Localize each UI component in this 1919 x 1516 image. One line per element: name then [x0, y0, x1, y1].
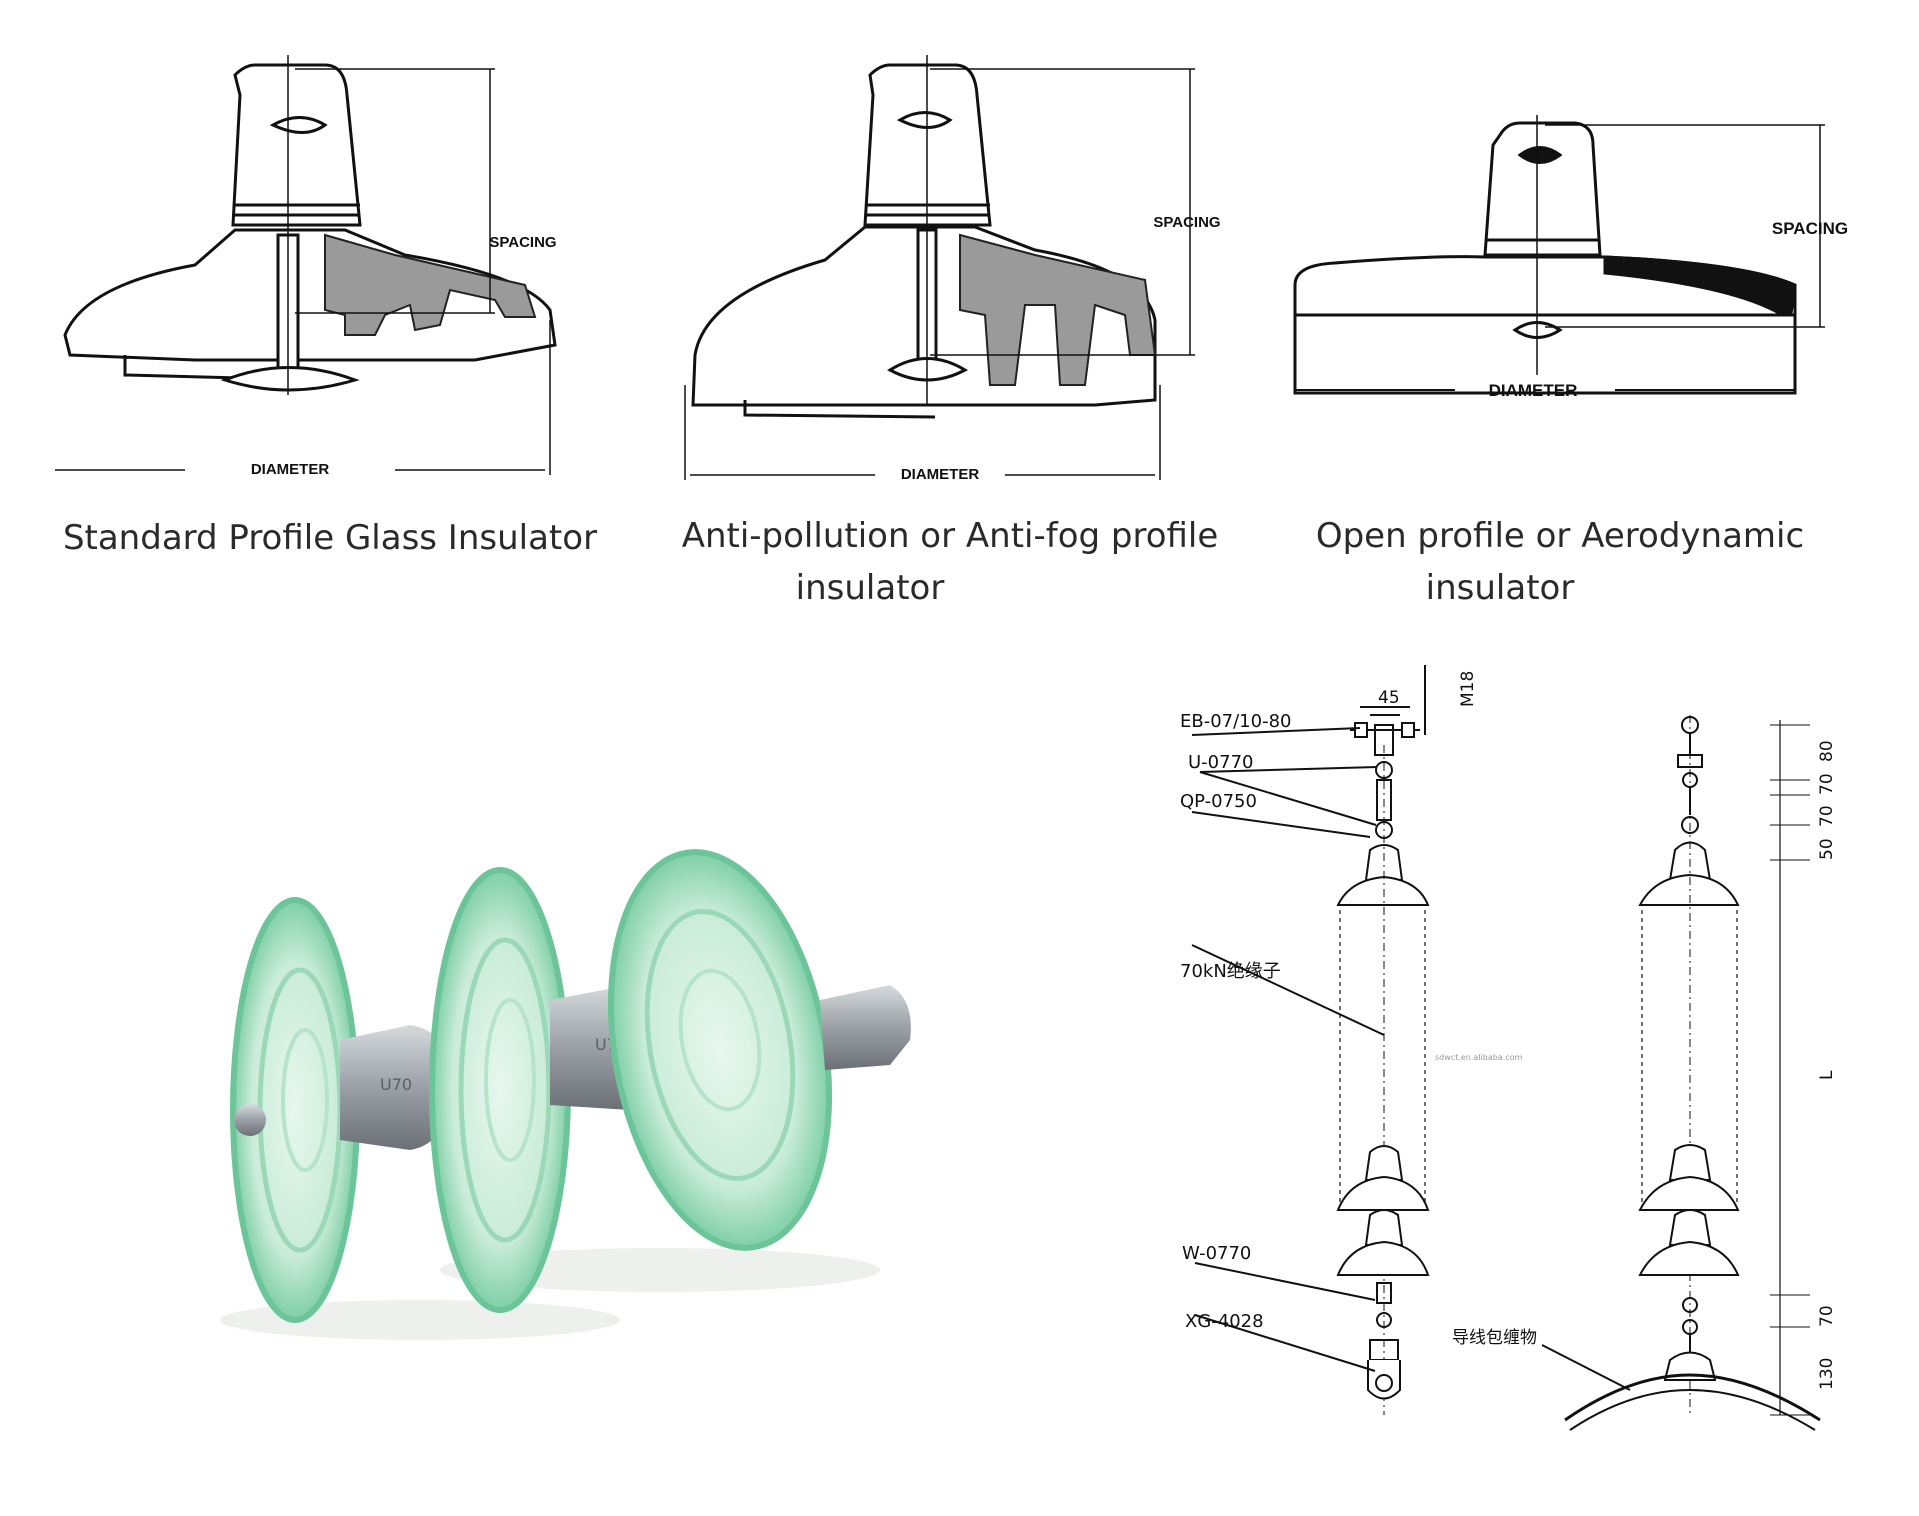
- caption-line: Anti-pollution or Anti-fog profile: [681, 516, 1219, 556]
- label-conductor-wrap: 导线包缠物: [1452, 1328, 1537, 1348]
- dim-l: L: [1817, 1070, 1837, 1080]
- diameter-label: DIAMETER: [251, 461, 330, 478]
- label-qp: QP-0750: [1180, 791, 1257, 812]
- label-w: W-0770: [1182, 1243, 1251, 1264]
- anti-fog-profile-drawing: SPACING DIAMETER: [675, 55, 1235, 485]
- glass-insulator-photo: U70 U70: [200, 800, 920, 1360]
- caption-line: Open profile or Aerodynamic: [1315, 516, 1805, 556]
- aerodynamic-profile-caption: Open profile or Aerodynamic insulator: [1270, 510, 1850, 614]
- anti-fog-profile-caption: Anti-pollution or Anti-fog profile insul…: [660, 510, 1240, 614]
- cap-mark: U70: [380, 1075, 412, 1094]
- spacing-label: SPACING: [1772, 219, 1848, 238]
- caption-line: insulator: [795, 568, 945, 608]
- dim-70c: 70: [1817, 1305, 1837, 1327]
- caption-line: Standard Profile Glass Insulator: [62, 518, 598, 558]
- diameter-label: DIAMETER: [1489, 381, 1578, 400]
- dim-m18: M18: [1458, 671, 1478, 707]
- label-eb: EB-07/10-80: [1180, 711, 1292, 732]
- dim-50: 50: [1817, 838, 1837, 860]
- standard-profile-drawing: SPACING DIAMETER: [55, 55, 615, 485]
- label-u: U-0770: [1188, 752, 1253, 773]
- spacing-label: SPACING: [1153, 214, 1220, 231]
- label-insulator: 70kN绝缘子: [1180, 961, 1281, 982]
- standard-profile-caption: Standard Profile Glass Insulator: [40, 512, 620, 564]
- caption-line: insulator: [1425, 568, 1575, 608]
- watermark: sdwct.en.alibaba.com: [1435, 1053, 1523, 1062]
- dim-70b: 70: [1817, 805, 1837, 827]
- diameter-label: DIAMETER: [901, 466, 980, 483]
- aerodynamic-profile-drawing: SPACING DIAMETER: [1275, 115, 1875, 415]
- label-xg: XG-4028: [1185, 1311, 1264, 1332]
- dim-70a: 70: [1817, 773, 1837, 795]
- dim-130: 130: [1817, 1358, 1837, 1390]
- dim-45: 45: [1378, 688, 1400, 708]
- spacing-label: SPACING: [489, 234, 556, 251]
- dim-80: 80: [1817, 740, 1837, 762]
- suspension-string-assembly-drawing: EB-07/10-80 U-0770 QP-0750 70kN绝缘子 W-077…: [1170, 655, 1870, 1435]
